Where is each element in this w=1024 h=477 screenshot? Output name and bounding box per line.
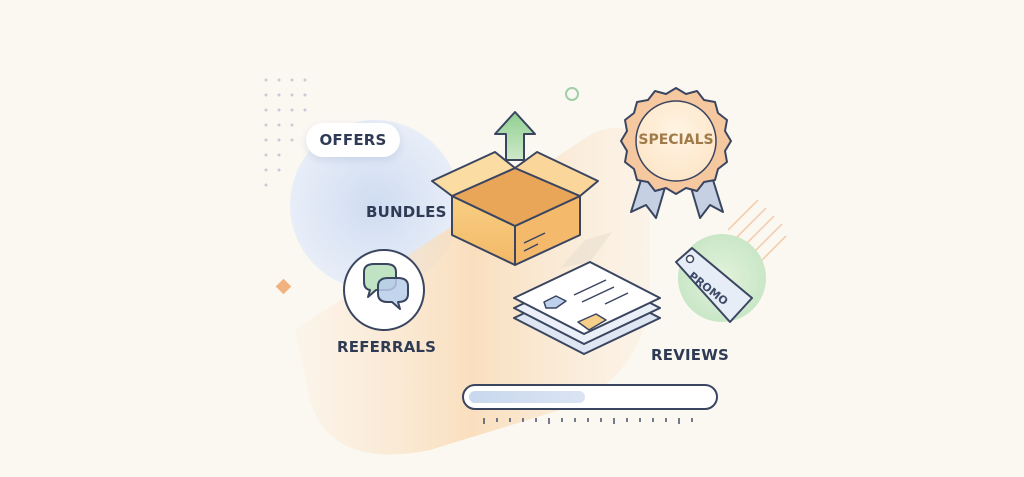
rosette-badge-icon xyxy=(620,87,732,219)
price-tag-icon xyxy=(675,247,753,323)
offers-pill: OFFERS xyxy=(306,123,400,157)
chat-bubbles-icon xyxy=(343,249,425,331)
referrals-label: REFERRALS xyxy=(337,338,437,356)
progress-fill xyxy=(469,391,585,403)
thumbs-up-icon xyxy=(543,295,567,309)
offers-label: OFFERS xyxy=(319,131,387,149)
open-box-icon xyxy=(431,151,599,266)
progress-bar xyxy=(462,384,718,410)
diamond-decoration xyxy=(275,278,292,295)
reviews-label: REVIEWS xyxy=(651,346,729,364)
dot-grid xyxy=(264,78,307,187)
blue-glow-circle xyxy=(290,120,460,290)
small-ring-decoration xyxy=(565,87,579,101)
specials-label: SPECIALS xyxy=(638,132,714,148)
bundles-label: BUNDLES xyxy=(366,203,447,221)
up-arrow-icon xyxy=(494,111,536,161)
chat-card-icon xyxy=(577,313,607,331)
ruler-ticks xyxy=(483,418,693,424)
box-shadow xyxy=(560,232,612,268)
hatch-decoration xyxy=(727,199,787,263)
